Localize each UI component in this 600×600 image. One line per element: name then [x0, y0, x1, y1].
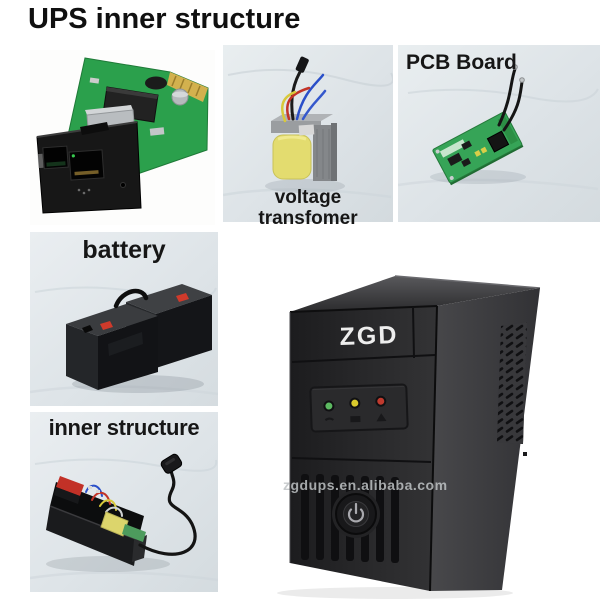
- shadow: [265, 179, 345, 193]
- inner-structure-photo: [30, 412, 218, 592]
- rj45-port-large: [68, 149, 105, 181]
- power-plug: [160, 453, 183, 474]
- pcb-board-photo: [398, 45, 600, 222]
- battery-terminal-red: [176, 293, 189, 302]
- photo-ups-unit: [255, 230, 600, 600]
- photo-tile-pcb-board: [398, 45, 600, 222]
- side-vent-grille: [497, 322, 527, 444]
- battery-icon: [350, 415, 361, 423]
- photo-tile-network-card: [30, 50, 215, 225]
- page-title: UPS inner structure: [28, 3, 301, 35]
- fault-led: [377, 397, 385, 405]
- ups-brand-logo: ZGD: [339, 320, 399, 352]
- ups-top-face: [290, 276, 540, 312]
- inductor: [145, 76, 167, 90]
- ac-normal-led: [325, 402, 333, 410]
- winding-tape: [272, 134, 312, 180]
- sine-wave-icon: [324, 417, 334, 421]
- gold-fingers-icon: [167, 72, 208, 102]
- photo-tile-battery: [30, 232, 218, 406]
- watermark-text: zgdups.en.alibaba.com: [283, 477, 448, 493]
- photo-tile-inner-structure: [30, 412, 218, 592]
- network-card-faceplate: [36, 121, 142, 214]
- wire-tip: [519, 77, 525, 83]
- warning-icon: [376, 413, 387, 422]
- caption-pcb-board: PCB Board: [406, 51, 517, 74]
- caption-battery: battery: [82, 236, 166, 264]
- power-cord: [138, 466, 197, 556]
- chassis-contents: [54, 476, 146, 542]
- internal-battery: [56, 476, 84, 496]
- caption-inner-structure: inner structure: [48, 415, 200, 440]
- wire-connector: [295, 56, 309, 73]
- network-icon: [77, 188, 91, 195]
- battery-mode-led: [351, 399, 359, 407]
- photo-tile-voltage-transformer: [223, 45, 393, 222]
- battery-terminal-black: [82, 325, 93, 333]
- side-screw: [523, 452, 527, 456]
- ups-front-face: [290, 306, 437, 591]
- shadow: [46, 556, 170, 572]
- battery-terminal-red: [100, 321, 113, 330]
- internal-wires: [85, 484, 123, 517]
- network-card-photo: [30, 50, 215, 225]
- label: [298, 124, 315, 136]
- ups-power-button: [332, 490, 380, 538]
- internal-pcb: [122, 524, 146, 542]
- card-latch: [80, 122, 109, 135]
- transformer-wires: [281, 65, 327, 123]
- pcb-wires: [497, 67, 524, 132]
- ups-unit-photo: [277, 275, 541, 599]
- screw-hole: [120, 182, 126, 188]
- battery-left: [66, 304, 158, 390]
- pcb-board-drawing: [432, 111, 524, 186]
- voltage-transformer-photo: [223, 45, 393, 222]
- wire-tip: [512, 64, 518, 70]
- rj45-port-small: [42, 145, 69, 170]
- transformer-body: [271, 114, 337, 181]
- battery-jumper-cable: [113, 288, 149, 309]
- battery-photo: [30, 232, 218, 406]
- internal-transformer: [100, 511, 129, 537]
- relay: [486, 130, 510, 153]
- caption-voltage-transformer: voltage transfomer: [258, 187, 358, 229]
- front-bezel-seams: [291, 306, 436, 463]
- power-icon: [347, 502, 365, 523]
- led-panel: [309, 383, 409, 433]
